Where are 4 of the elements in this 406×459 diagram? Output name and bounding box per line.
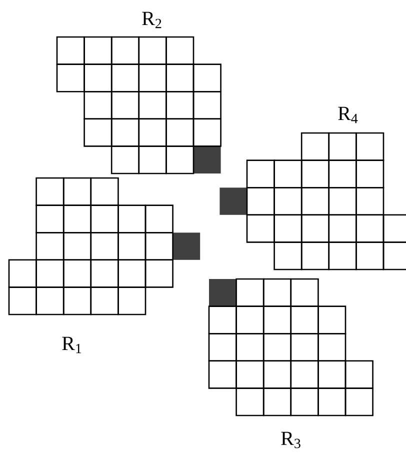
region-label: R$_{4}$ — [338, 106, 358, 124]
region-label: R$_{1}$ — [62, 336, 82, 354]
region-label: R$_{2}$ — [142, 12, 162, 28]
region-label: R$_{3}$ — [281, 432, 300, 448]
